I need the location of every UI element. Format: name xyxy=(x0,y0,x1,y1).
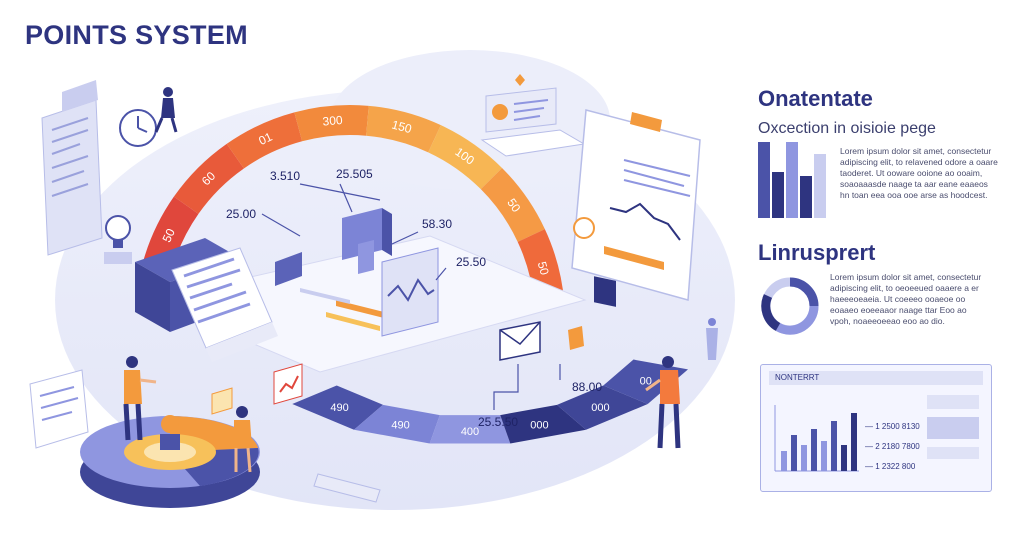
summary-legend: — 1 2500 8130 — 2 2180 7800 — 1 2322 800 xyxy=(865,417,920,477)
gauge-segment xyxy=(142,196,199,273)
overview-bar xyxy=(758,142,770,218)
gauge-segment xyxy=(173,143,244,214)
overview-bar xyxy=(814,154,826,218)
center-value: 3.510 xyxy=(270,169,300,183)
gauge-inner-label: 000 xyxy=(591,402,609,414)
gauge-outer-label: 50 xyxy=(535,260,552,277)
gauge-inner-segment xyxy=(292,385,383,430)
person-figure-left xyxy=(123,356,157,441)
check-card-icon xyxy=(211,387,233,415)
center-value: 25.505 xyxy=(336,167,373,181)
gauge-inner-label: 400 xyxy=(461,426,479,438)
summary-legend-item: — 1 2322 800 xyxy=(865,462,916,471)
section-overview-subheading: Oxcection in oisioie pege xyxy=(758,120,936,137)
gauge-inner-band xyxy=(292,359,689,444)
gauge-outer-arc xyxy=(142,105,565,304)
gauge-inner-label: 00 xyxy=(640,375,652,387)
report-card-left xyxy=(41,80,103,256)
gauge-segment xyxy=(366,105,441,153)
clipboard-report-right xyxy=(571,109,701,307)
platform-bars xyxy=(300,288,392,331)
clock-icon xyxy=(119,109,157,147)
gauge-segment xyxy=(517,229,565,304)
person-figure-far-right xyxy=(706,318,718,360)
document-sheet xyxy=(171,247,278,362)
person-figure-sitting xyxy=(234,406,252,473)
center-value: 58.30 xyxy=(422,217,452,231)
summary-bar-chart xyxy=(774,405,859,472)
profile-card-top xyxy=(480,74,586,157)
summary-panel-header: NONTERRT xyxy=(769,371,983,385)
gauge-outer-label: 300 xyxy=(322,113,343,129)
overview-bar xyxy=(800,176,812,218)
report-card-bottom-left xyxy=(29,369,89,449)
gauge-inner-segment xyxy=(500,404,586,444)
gauge-outer-label: 150 xyxy=(390,117,413,136)
gauge-segment xyxy=(226,112,303,169)
gauge-segment xyxy=(428,125,503,190)
center-value: 25.00 xyxy=(226,207,256,221)
summary-mini-cards xyxy=(927,395,979,475)
gauge-outer-label: 01 xyxy=(256,129,274,147)
gauge-inner-label: 490 xyxy=(391,420,409,432)
section-second: Linrusprert xyxy=(758,240,998,266)
person-figure-right xyxy=(645,356,681,449)
small-document-icon xyxy=(568,326,584,350)
gauge-inner-segment xyxy=(354,404,440,444)
background-blob-top xyxy=(330,50,610,190)
section-second-body: Lorem ipsum dolor sit amet, consectetur … xyxy=(830,272,982,326)
gauge-inner-segment xyxy=(429,415,511,444)
section-second-heading: Linrusprert xyxy=(758,240,876,265)
donut-chart xyxy=(761,277,819,335)
connector-lines xyxy=(261,183,561,410)
section-overview: Onatentate Oxcection in oisioie pege xyxy=(758,86,998,138)
page-title: POINTS SYSTEM xyxy=(25,20,248,50)
overview-bar xyxy=(772,172,784,218)
gauge-segment xyxy=(480,167,545,242)
trend-chart-icon xyxy=(273,363,303,405)
section-overview-body: Lorem ipsum dolor sit amet, consectetur … xyxy=(840,146,998,200)
lightbulb-icon xyxy=(104,215,132,264)
center-value: 88.00 xyxy=(572,380,602,394)
person-figure-top xyxy=(154,87,178,133)
gauge-inner-label: 490 xyxy=(330,402,348,414)
gauge-inner-label: 000 xyxy=(530,420,548,432)
center-value: 25.50 xyxy=(456,255,486,269)
center-line-chart xyxy=(381,247,439,337)
gauge-outer-label: 50 xyxy=(160,226,178,244)
center-tablet xyxy=(342,208,392,274)
coin-platform xyxy=(80,415,260,508)
overview-bar xyxy=(786,142,798,218)
summary-panel: NONTERRT — 1 2500 8130 — 2 2180 7800 — 1… xyxy=(760,364,992,492)
bottom-tray xyxy=(313,473,381,503)
envelope-icon xyxy=(499,321,541,361)
flag-icon xyxy=(275,252,302,286)
summary-legend-item: — 2 2180 7800 xyxy=(865,442,920,451)
overview-bar-chart xyxy=(758,142,826,218)
summary-legend-item: — 1 2500 8130 xyxy=(865,422,920,431)
center-value: 25.5.50 xyxy=(478,415,518,429)
gauge-segment xyxy=(294,105,369,142)
section-overview-heading: Onatentate xyxy=(758,86,873,111)
gauge-inner-segment xyxy=(557,385,648,430)
